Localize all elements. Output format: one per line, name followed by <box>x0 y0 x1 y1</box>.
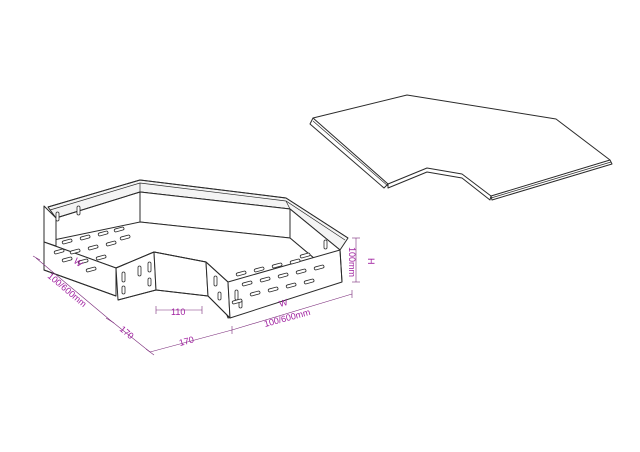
height-value-label: 100mm <box>347 247 357 277</box>
dimension-lines <box>32 237 360 356</box>
floor-slots <box>53 226 325 305</box>
inner-110-label: 110 <box>171 307 185 317</box>
right-w-label: W <box>278 297 289 309</box>
height-h-label: H <box>366 258 376 265</box>
bottom-170-label: 170 <box>178 334 195 348</box>
cover-plate <box>309 94 613 201</box>
cable-tray-bend <box>43 179 349 319</box>
right-range-label: 100/600mm <box>263 307 311 329</box>
